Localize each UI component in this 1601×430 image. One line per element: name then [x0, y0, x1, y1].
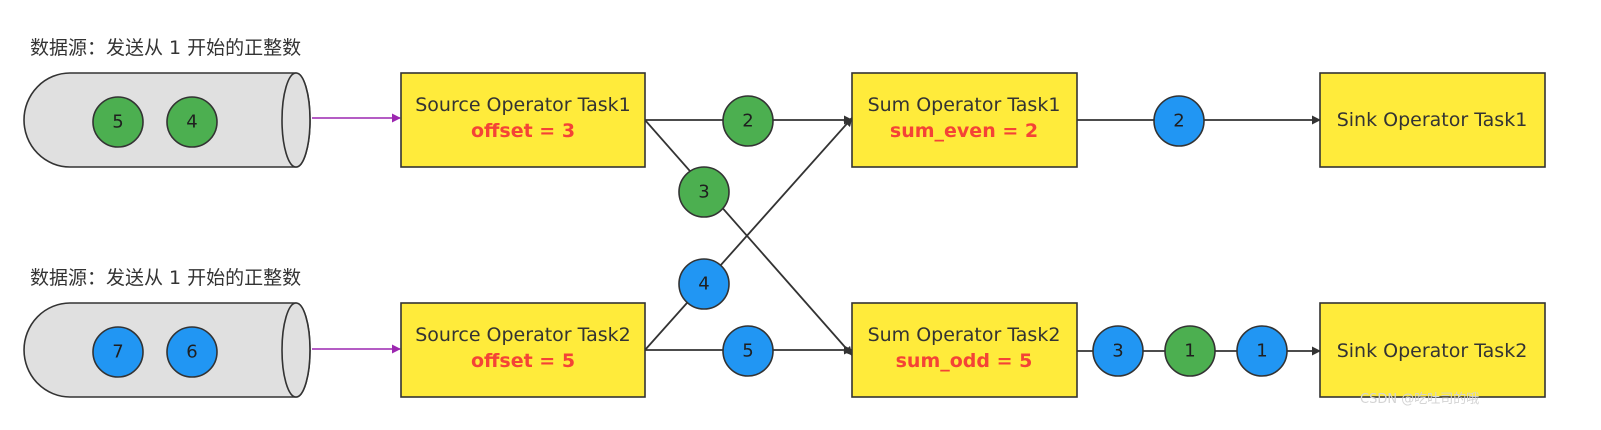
edge-token: 2 [1153, 95, 1205, 147]
edge-token: 1 [1164, 325, 1216, 377]
svg-text:sum_even = 2: sum_even = 2 [890, 120, 1038, 142]
svg-text:4: 4 [698, 274, 709, 295]
edge-source1-sum2 [644, 119, 853, 356]
sum-operator-task2: Sum Operator Task2 sum_odd = 5 [851, 302, 1078, 398]
edge-token: 5 [722, 325, 774, 377]
source-operator-task1: Source Operator Task1 offset = 3 [400, 72, 646, 168]
edge-token: 3 [1092, 325, 1144, 377]
sum-operator-task1: Sum Operator Task1 sum_even = 2 [851, 72, 1078, 168]
svg-text:3: 3 [1112, 341, 1123, 362]
svg-text:Sum Operator Task2: Sum Operator Task2 [868, 324, 1061, 346]
source-label-2: 数据源：发送从 1 开始的正整数 [30, 267, 301, 289]
svg-text:3: 3 [698, 182, 709, 203]
svg-text:sum_odd = 5: sum_odd = 5 [896, 350, 1033, 372]
svg-text:7: 7 [112, 342, 123, 363]
queue-token: 7 [92, 326, 144, 378]
svg-text:2: 2 [742, 111, 753, 132]
sink-operator-task1: Sink Operator Task1 [1319, 72, 1546, 168]
svg-text:1: 1 [1256, 341, 1267, 362]
svg-text:6: 6 [186, 342, 197, 363]
svg-text:Sum Operator Task1: Sum Operator Task1 [868, 94, 1061, 116]
svg-text:Source Operator Task2: Source Operator Task2 [415, 324, 630, 346]
edge-token: 2 [722, 95, 774, 147]
edge-token: 1 [1236, 325, 1288, 377]
svg-text:4: 4 [186, 112, 197, 133]
svg-text:1: 1 [1184, 341, 1195, 362]
svg-text:offset = 3: offset = 3 [471, 120, 575, 142]
edge-token: 4 [678, 258, 730, 310]
queue-token: 6 [166, 326, 218, 378]
watermark: CSDN @吃吐司的哦 [1360, 391, 1479, 407]
svg-text:offset = 5: offset = 5 [471, 350, 575, 372]
edge-source2-sum1 [644, 117, 853, 351]
svg-text:Sink Operator Task2: Sink Operator Task2 [1337, 340, 1528, 362]
source-operator-task2: Source Operator Task2 offset = 5 [400, 302, 646, 398]
svg-text:Sink Operator Task1: Sink Operator Task1 [1337, 109, 1528, 131]
source-label-1: 数据源：发送从 1 开始的正整数 [30, 37, 301, 59]
sink-operator-task2: Sink Operator Task2 [1319, 302, 1546, 398]
queue-token: 4 [166, 96, 218, 148]
svg-text:2: 2 [1173, 111, 1184, 132]
svg-text:Source Operator Task1: Source Operator Task1 [415, 94, 630, 116]
edge-token: 3 [678, 166, 730, 218]
svg-text:5: 5 [112, 112, 123, 133]
svg-text:5: 5 [742, 341, 753, 362]
queue-token: 5 [92, 96, 144, 148]
